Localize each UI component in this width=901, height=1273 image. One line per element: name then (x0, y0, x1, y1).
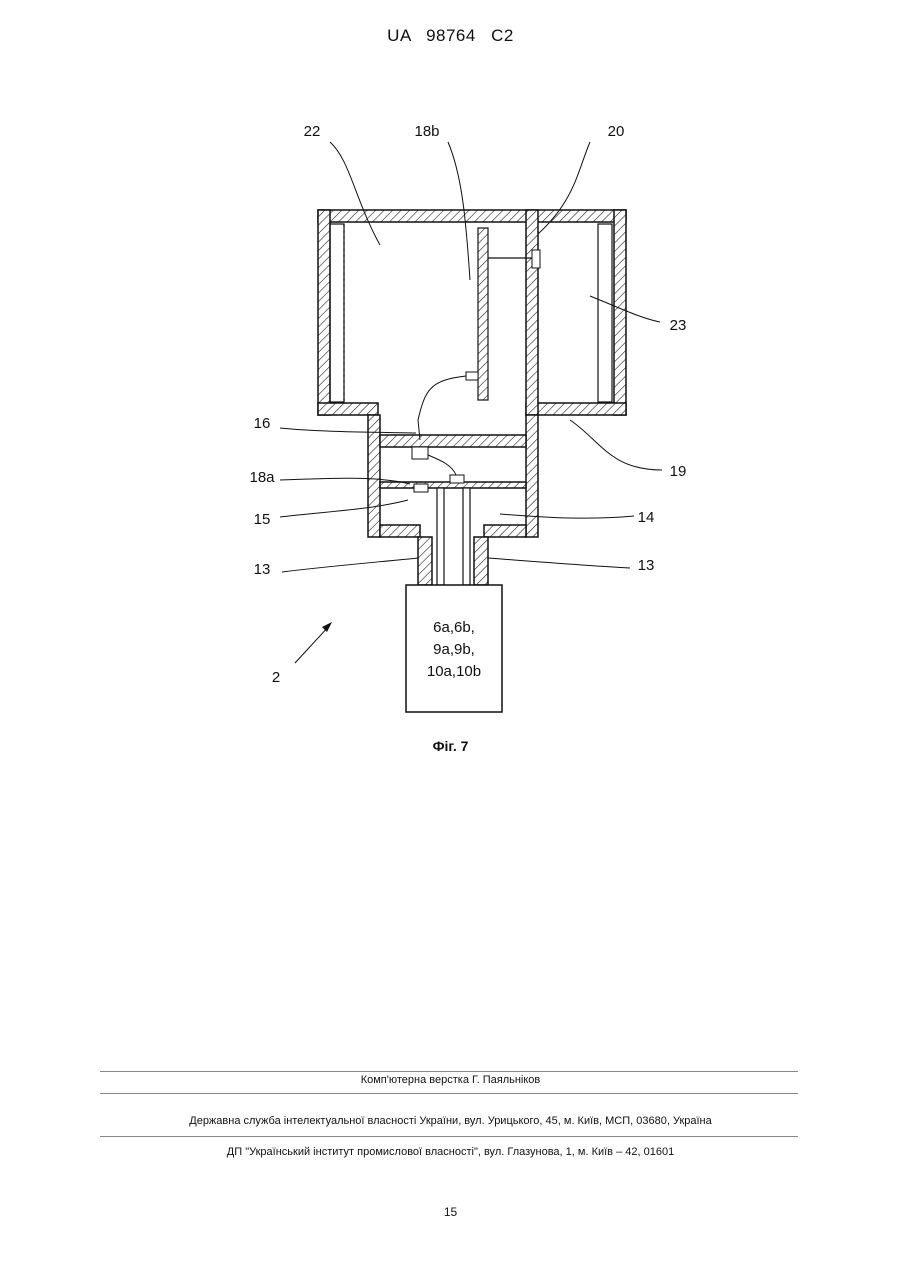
label-14: 14 (638, 509, 655, 526)
label-2: 2 (272, 669, 280, 686)
footer-divider-top (100, 1071, 798, 1072)
label-19: 19 (670, 463, 687, 480)
box-text-line1: 6a,6b, (433, 619, 475, 636)
label-13-left: 13 (254, 561, 271, 578)
label-23: 23 (670, 317, 687, 334)
footer-divider-bottom (100, 1136, 798, 1137)
figure-caption: Фіг. 7 (0, 738, 901, 754)
label-13-right: 13 (638, 557, 655, 574)
label-22: 22 (304, 123, 321, 140)
footer-institute: ДП "Український інститут промислової вла… (0, 1146, 901, 1158)
neck (418, 537, 488, 585)
board-18b (478, 228, 488, 400)
box-text-line2: 9a,9b, (433, 641, 475, 658)
upper-housing (318, 210, 626, 415)
label-20: 20 (608, 123, 625, 140)
footer-divider-middle (100, 1093, 798, 1094)
page-number: 15 (0, 1205, 901, 1219)
box-text-line3: 10a,10b (427, 663, 481, 680)
shafts (437, 488, 470, 585)
label-18a: 18a (249, 469, 275, 486)
label-18b: 18b (414, 123, 439, 140)
technical-drawing: 6a,6b, 9a,9b, 10a,10b 22 18b 20 23 16 19… (0, 0, 901, 800)
footer-agency: Державна служба інтелектуальної власност… (0, 1115, 901, 1127)
label-15: 15 (254, 511, 271, 528)
footer-typesetter: Комп'ютерна верстка Г. Паяльніков (0, 1074, 901, 1086)
label-16: 16 (254, 415, 271, 432)
